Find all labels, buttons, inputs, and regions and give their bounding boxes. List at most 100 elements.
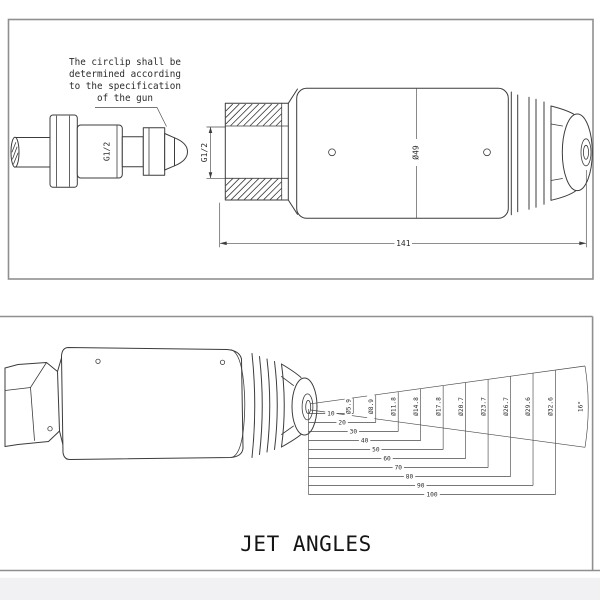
label-mask (412, 394, 420, 419)
hatch-line (243, 103, 266, 126)
jet-distance-label: 10 (327, 411, 335, 418)
back-hex-end (4, 362, 60, 447)
gun-nozzle-detail-view: G1/2 (10, 114, 188, 188)
label-mask (347, 427, 360, 436)
hatch-line (225, 178, 233, 186)
hatch-line (230, 103, 253, 126)
jet-measurements: 10 Ø5.9 20 Ø8.9 30 Ø11.8 40 Ø14.8 50 Ø17.8 60 Ø20.7… (308, 370, 556, 499)
note-line: of the gun (97, 93, 153, 104)
footer-bar (0, 577, 600, 600)
hatch-line (225, 178, 246, 199)
label-mask (392, 463, 404, 472)
label-mask (344, 394, 352, 419)
hatch-line (225, 103, 233, 112)
tip-base (164, 133, 175, 171)
hatch-line (244, 178, 266, 200)
thread-label: G1/2 (200, 143, 209, 162)
threaded-inlet (224, 102, 289, 201)
nozzle-neck (121, 136, 144, 168)
jet-distance-label: 50 (372, 447, 380, 454)
front-rings (510, 91, 552, 216)
jet-distance-label: 30 (350, 429, 358, 436)
jet-distance-label: 100 (426, 492, 437, 499)
jet-distance-label: 60 (383, 456, 391, 463)
circlip-collar (142, 127, 166, 176)
top-panel-border (7, 18, 594, 280)
thread-label: G1/2 (102, 142, 111, 161)
hatch-line (225, 103, 240, 118)
hatch-line (236, 103, 259, 126)
jet-distance-label: 80 (406, 474, 414, 481)
nozzle-3d-view (4, 347, 318, 460)
label-mask (546, 394, 555, 419)
jet-angle-label: 16° (577, 401, 585, 412)
hatch-line (275, 120, 282, 126)
jet-diameter-label: Ø5.9 (344, 399, 352, 414)
hex-cap (550, 105, 593, 201)
body-hole (47, 426, 53, 432)
cap-face (561, 113, 593, 192)
jet-diameter-label: Ø17.8 (434, 397, 442, 416)
label-mask (381, 454, 393, 463)
hatch-line (257, 178, 279, 200)
hatch-line (262, 107, 282, 126)
jet-distance-label: 90 (417, 483, 425, 490)
jet-diameter-label: Ø14.8 (412, 397, 420, 416)
thread-hatch-bottom (225, 178, 282, 200)
hatch-line (256, 103, 279, 126)
body-hole (328, 148, 336, 157)
main-body (296, 87, 509, 219)
body-hole (219, 359, 226, 365)
nozzle-body (76, 124, 123, 179)
label-mask (415, 481, 427, 490)
hex-nut (49, 114, 78, 188)
note-line: The circlip shall be (69, 57, 181, 68)
label-mask (370, 445, 382, 454)
jet-cone: 16° (310, 365, 589, 448)
body-diameter-label: Ø49 (411, 145, 421, 160)
label-mask (424, 490, 440, 499)
nozzle-section-view: G1/2 Ø49 (200, 87, 593, 248)
top-panel: The circlip shall be determined accordin… (7, 18, 594, 280)
jet-distance-label: 20 (338, 420, 346, 427)
label-mask (389, 394, 397, 419)
jet-diameter-label: Ø26.7 (502, 397, 510, 416)
label-mask (358, 436, 371, 445)
tip-cone (174, 137, 188, 167)
front-rings (251, 353, 285, 458)
label-mask (403, 472, 416, 481)
jet-diameter-label: Ø23.7 (479, 397, 487, 416)
body-hole (483, 148, 491, 157)
note-leader-line (95, 107, 167, 127)
jet-diameter-label: Ø8.9 (367, 399, 375, 414)
hatch-line (237, 178, 259, 200)
label-mask (524, 394, 532, 419)
label-mask (457, 394, 465, 419)
overall-length-label: 141 (396, 239, 411, 248)
hatch-line (276, 194, 282, 200)
front-hex-cap (281, 363, 318, 448)
label-mask (367, 394, 375, 419)
jet-diameter-label: Ø29.6 (524, 397, 532, 416)
inlet-thread-dimension: G1/2 (200, 126, 228, 179)
diagram-title: JET ANGLES (240, 532, 371, 556)
hatch-line (249, 103, 272, 126)
label-mask (434, 394, 442, 419)
label-mask (479, 394, 487, 419)
hatch-line (269, 113, 282, 126)
main-cylinder (61, 347, 244, 460)
jet-distance-label: 70 (395, 465, 403, 472)
hatch-line (263, 181, 282, 200)
jet-diameter-label: Ø11.8 (389, 397, 397, 416)
orifice-inner (583, 144, 590, 160)
note-line: to the specification (69, 81, 181, 92)
jet-diameter-label: Ø20.7 (457, 397, 465, 416)
hatch-line (225, 103, 246, 125)
jet-distance-label: 40 (361, 438, 369, 445)
bottom-panel: 16° 10 Ø5.9 20 Ø8.9 30 Ø11.8 40 Ø14.8 50 Ø17.8 60 Ø… (0, 315, 594, 571)
label-mask (501, 394, 510, 419)
hatch-line (231, 178, 253, 200)
rod-hatch (11, 142, 19, 165)
